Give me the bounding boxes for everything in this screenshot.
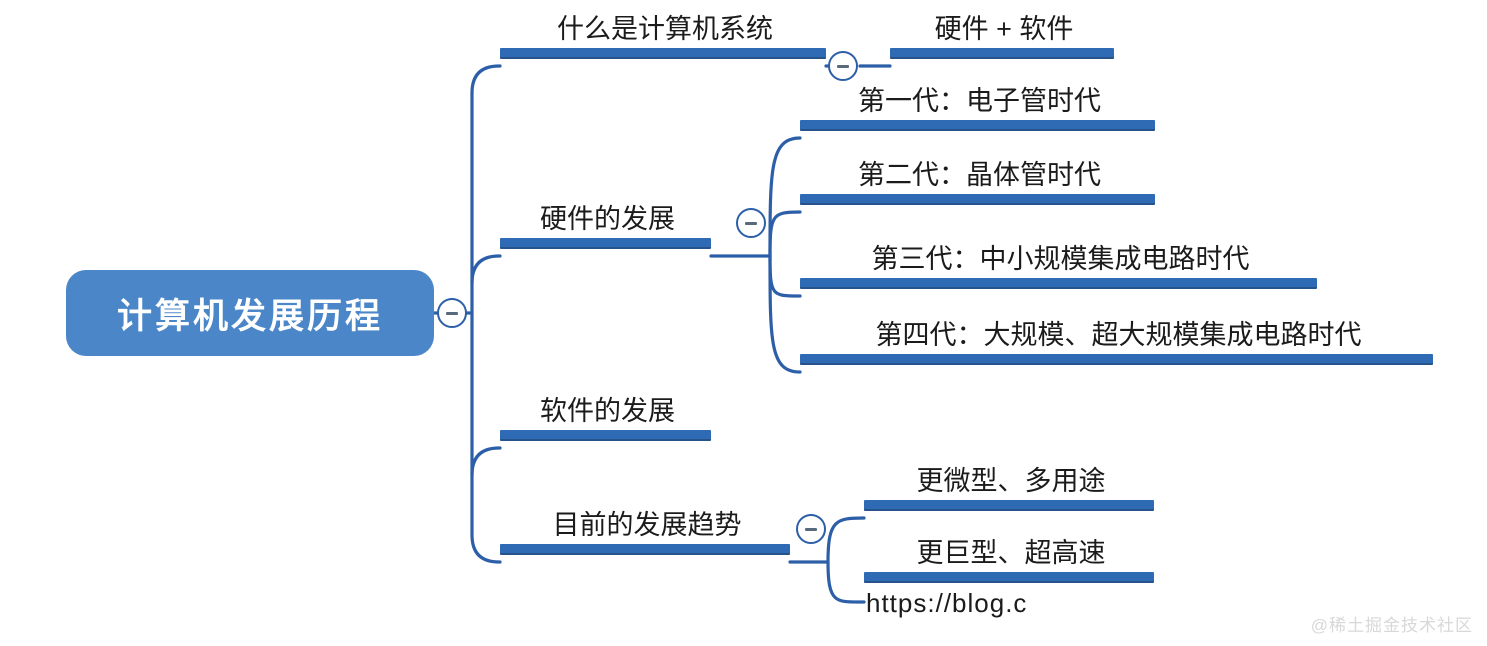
minus-icon [805,527,817,531]
minus-icon [446,311,458,315]
minus-icon [837,64,849,68]
node-underline-bar [800,193,1155,205]
root-node[interactable]: 计算机发展历程 [66,270,434,356]
edge-root-to-branch-4 [470,533,502,564]
node-smaller-multipurpose[interactable]: 更微型、多用途 [864,466,1154,511]
node-underline-bar [800,277,1317,289]
node-label: 第一代：电子管时代 [858,86,1101,116]
node-generation-1[interactable]: 第一代：电子管时代 [800,86,1155,131]
node-label: 更微型、多用途 [916,466,1106,496]
node-underline-bar [864,571,1154,583]
node-label: 硬件的发展 [540,204,675,234]
node-what-is-computer-system[interactable]: 什么是计算机系统 [500,14,826,59]
edge-branch2-to-gen4 [768,254,802,374]
node-underline-bar [864,499,1154,511]
clipped-url-text: https://blog.c [866,588,1028,618]
node-generation-4[interactable]: 第四代：大规模、超大规模集成电路时代 [800,320,1433,365]
minus-icon [745,221,757,225]
edge-branch4-to-child1 [826,516,866,564]
node-generation-2[interactable]: 第二代：晶体管时代 [800,160,1155,205]
node-hardware-plus-software[interactable]: 硬件 + 软件 [890,14,1114,59]
edge-branch2-to-gen1 [768,136,802,258]
node-label: 第四代：大规模、超大规模集成电路时代 [875,320,1362,350]
collapse-toggle-current-trends[interactable] [796,514,826,544]
root-collapse-toggle[interactable] [437,298,467,328]
node-label: 什么是计算机系统 [557,14,773,44]
node-current-trends[interactable]: 目前的发展趋势 [500,510,790,555]
collapse-toggle-hardware-development[interactable] [736,208,766,238]
node-hardware-development[interactable]: 硬件的发展 [500,204,711,249]
node-generation-3[interactable]: 第三代：中小规模集成电路时代 [800,244,1317,289]
edge-root-to-branch-3 [470,446,502,477]
node-label: 更巨型、超高速 [916,538,1106,568]
node-label: 硬件 + 软件 [934,14,1074,44]
edge-root-to-branch-1 [470,64,502,95]
edge-branch2-to-gen3 [768,254,802,298]
node-larger-ultrafast[interactable]: 更巨型、超高速 [864,538,1154,583]
edge-branch4-to-child2 [826,560,866,604]
watermark: @稀土掘金技术社区 [1310,616,1473,635]
node-underline-bar [500,47,826,59]
node-label: 第三代：中小规模集成电路时代 [871,244,1250,274]
node-underline-bar [890,47,1114,59]
node-software-development[interactable]: 软件的发展 [500,396,711,441]
node-underline-bar [800,119,1155,131]
node-underline-bar [500,237,711,249]
edge-root-to-branch-2 [470,254,502,285]
root-node-label: 计算机发展历程 [116,296,383,336]
node-label: 软件的发展 [540,396,675,426]
node-underline-bar [500,429,711,441]
node-underline-bar [800,353,1433,365]
node-underline-bar [500,543,790,555]
node-label: 第二代：晶体管时代 [858,160,1101,190]
node-label: 目前的发展趋势 [552,510,742,540]
edge-branch2-to-gen2 [768,210,802,258]
collapse-toggle-what-is-computer-system[interactable] [828,51,858,81]
